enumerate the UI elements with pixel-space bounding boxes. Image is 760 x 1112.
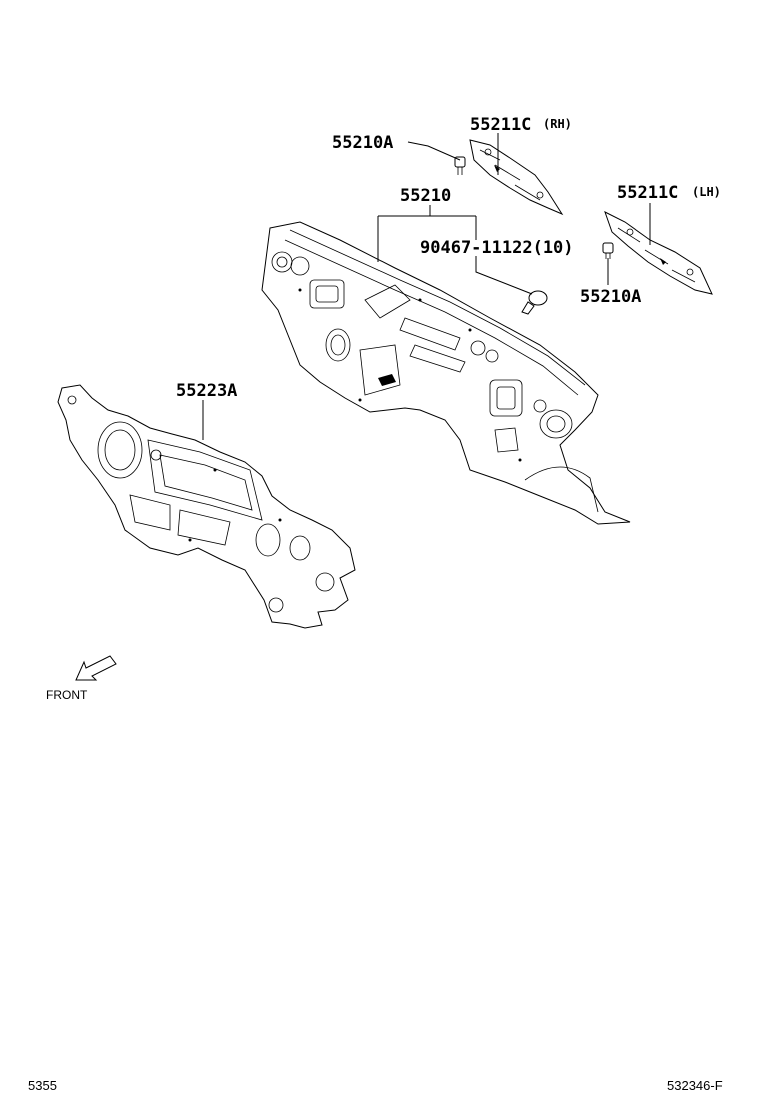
front-arrow-icon: [75, 655, 117, 681]
callout-pad-rh-number: 55211C: [470, 115, 531, 135]
callout-clip-upper: 55210A: [332, 133, 393, 153]
callout-bolt: 90467-11122(10): [420, 238, 574, 258]
leader-lines: [202, 133, 651, 440]
callout-panel: 55210: [400, 186, 451, 206]
footer-left-code: 5355: [28, 1078, 57, 1093]
silencer-pad-rh[interactable]: [469, 139, 564, 216]
callout-pad-lh-side: (LH): [692, 185, 721, 199]
silencer-pad-lh[interactable]: [604, 211, 713, 295]
front-direction-arrow: [75, 655, 117, 681]
footer-right-code: 532346-F: [667, 1078, 723, 1093]
callout-pad-rh-side: (RH): [543, 117, 572, 131]
bolt[interactable]: [521, 290, 548, 315]
callout-clip-lower: 55210A: [580, 287, 641, 307]
callout-pad-lh-number: 55211C: [617, 183, 678, 203]
front-label: FRONT: [46, 688, 88, 702]
clip-upper[interactable]: [454, 156, 466, 175]
callout-insulator: 55223A: [176, 381, 237, 401]
dash-panel[interactable]: [261, 221, 631, 525]
clip-lower[interactable]: [602, 242, 614, 259]
dash-insulator[interactable]: [57, 384, 356, 629]
